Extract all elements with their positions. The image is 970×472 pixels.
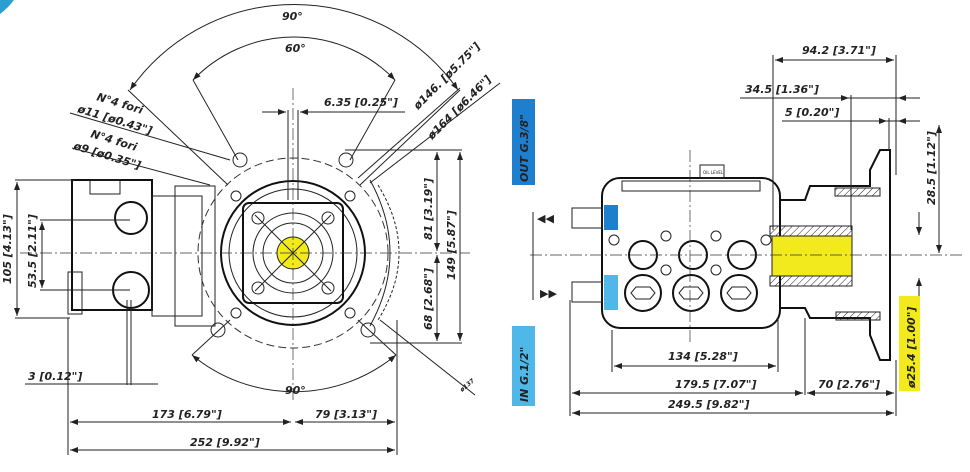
mount-hole <box>338 152 354 168</box>
angle-arc-60 <box>192 36 396 81</box>
label-angle-60: 60° <box>285 42 306 55</box>
valve-plug <box>624 274 662 312</box>
label-angle-90-bottom: 90° <box>285 384 306 397</box>
label-w-5: 5 [0.20"] <box>785 106 839 119</box>
in-port-box <box>512 326 535 406</box>
mount-hole <box>210 322 226 338</box>
label-in-port: IN G.1/2" <box>518 347 531 402</box>
oil-cap-label: OIL LEVEL <box>703 170 724 175</box>
label-h-105: 105 [4.13"] <box>1 214 14 284</box>
label-h-81: 81 [3.19"] <box>422 178 435 240</box>
label-w-70: 70 [2.76"] <box>818 378 880 391</box>
outlet-highlight <box>604 205 618 230</box>
label-angle-90-top: 90° <box>282 10 303 23</box>
label-h-28-5: 28.5 [1.12"] <box>925 131 938 205</box>
label-h-68: 68 [2.68"] <box>422 268 435 330</box>
valve-plug <box>672 274 710 312</box>
mount-hole <box>360 322 376 338</box>
shaft <box>771 235 853 277</box>
outlet-port <box>114 201 148 235</box>
label-h-53-5: 53.5 [2.11"] <box>26 214 39 288</box>
label-w-34-5: 34.5 [1.36"] <box>745 83 819 96</box>
side-view: OUT G.3/8" IN G.1/2" OIL LEVEL ◀◀ ▶▶ <box>512 44 965 416</box>
label-w-179-5: 179.5 [7.07"] <box>675 378 757 391</box>
front-view: 90° 60° 6.35 [0.25"] ø146. [ø5.75"] ø164… <box>1 4 501 455</box>
shaft-dia-box <box>899 296 920 391</box>
label-h-149: 149 [5.87"] <box>445 210 458 280</box>
label-key-width: 6.35 [0.25"] <box>324 96 398 109</box>
corner-accent <box>0 0 14 14</box>
oil-cap <box>699 164 725 179</box>
angle-arc-90-bottom <box>191 354 397 393</box>
label-w-249-5: 249.5 [9.82"] <box>668 398 750 411</box>
mount-hole <box>232 152 248 168</box>
inlet-highlight <box>604 275 618 310</box>
label-w-79: 79 [3.13"] <box>315 408 377 421</box>
angle-arc-90-top <box>129 4 459 91</box>
inlet-arrow-icon: ▶▶ <box>540 287 557 300</box>
label-w-252: 252 [9.92"] <box>190 436 260 449</box>
crankcase <box>151 195 203 317</box>
label-out-port: OUT G.3/8" <box>518 114 531 182</box>
label-w-134: 134 [5.28"] <box>668 350 738 363</box>
label-w-3: 3 [0.12"] <box>28 370 82 383</box>
label-w-173: 173 [6.79"] <box>152 408 222 421</box>
label-dia-137: ø137 <box>458 377 477 394</box>
label-w-94-2: 94.2 [3.71"] <box>802 44 876 57</box>
out-port-box <box>512 99 535 185</box>
outlet-arrow-icon: ◀◀ <box>537 212 554 225</box>
valve-plug <box>720 274 758 312</box>
label-shaft-dia: ø25.4 [1.00"] <box>905 307 918 389</box>
